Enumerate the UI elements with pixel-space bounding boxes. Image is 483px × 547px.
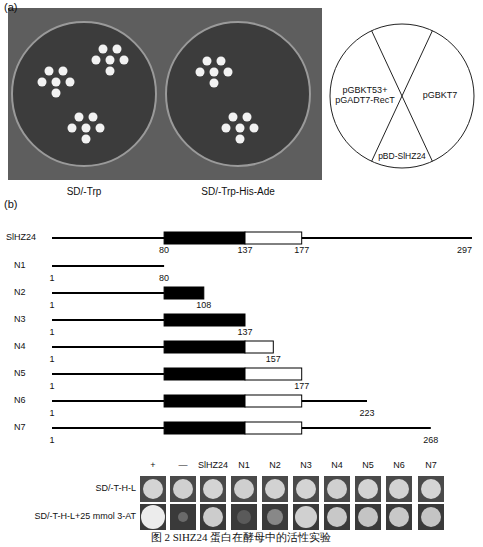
protein-name: SlHZ24 bbox=[6, 233, 36, 243]
construct-name: N4 bbox=[14, 342, 26, 352]
residue-number: 108 bbox=[196, 301, 211, 311]
column-header: N1 bbox=[238, 461, 250, 471]
plate-condition: SD/-Trp bbox=[67, 186, 102, 197]
column-header: N4 bbox=[331, 461, 343, 471]
residue-number: 177 bbox=[294, 382, 309, 392]
residue-number: 137 bbox=[237, 328, 252, 338]
residue-number: 1 bbox=[49, 301, 54, 311]
residue-number: 223 bbox=[359, 409, 374, 419]
panel-letter: (a) bbox=[4, 1, 17, 13]
construct-name: N2 bbox=[14, 288, 26, 298]
residue-number: 157 bbox=[266, 355, 281, 365]
residue-number: 268 bbox=[423, 436, 438, 446]
residue-number: 1 bbox=[49, 274, 54, 284]
residue-number: 297 bbox=[457, 246, 472, 256]
column-header: — bbox=[179, 461, 188, 471]
residue-number: 1 bbox=[49, 328, 54, 338]
residue-number: 177 bbox=[294, 246, 309, 256]
residue-number: 137 bbox=[237, 246, 252, 256]
spot-assay bbox=[140, 476, 444, 530]
construct-name: N6 bbox=[14, 396, 26, 406]
sector-label: pGBKT53+ pGADT7-RecT bbox=[332, 86, 398, 106]
column-header: N2 bbox=[269, 461, 281, 471]
column-header: SlHZ24 bbox=[198, 461, 228, 471]
plate-condition: SD/-Trp-His-Ade bbox=[201, 186, 275, 197]
plate-photo bbox=[8, 8, 322, 180]
construct-name: N1 bbox=[14, 261, 26, 271]
medium-label: SD/-T-H-L bbox=[96, 484, 137, 494]
medium-label: SD/-T-H-L+25 mmol 3-AT bbox=[34, 512, 136, 522]
column-header: N3 bbox=[300, 461, 312, 471]
column-header: N7 bbox=[425, 461, 437, 471]
residue-number: 80 bbox=[159, 274, 169, 284]
column-header: + bbox=[150, 461, 155, 471]
residue-number: 1 bbox=[49, 436, 54, 446]
plate-map bbox=[330, 24, 474, 168]
column-header: N6 bbox=[393, 461, 405, 471]
residue-number: 1 bbox=[49, 382, 54, 392]
sector-label: pGBKT7 bbox=[423, 91, 458, 101]
sector-label: pBD-SlHZ24 bbox=[378, 152, 426, 161]
construct-name: N7 bbox=[14, 423, 26, 433]
construct-name: N3 bbox=[14, 315, 26, 325]
residue-number: 80 bbox=[159, 246, 169, 256]
construct-name: N5 bbox=[14, 369, 26, 379]
residue-number: 1 bbox=[49, 355, 54, 365]
column-header: N5 bbox=[362, 461, 374, 471]
figure-caption: 图 2 SlHZ24 蛋白在酵母中的活性实验 bbox=[151, 531, 332, 544]
panel-letter: (b) bbox=[4, 198, 17, 210]
protein-constructs bbox=[52, 232, 472, 434]
residue-number: 1 bbox=[49, 409, 54, 419]
